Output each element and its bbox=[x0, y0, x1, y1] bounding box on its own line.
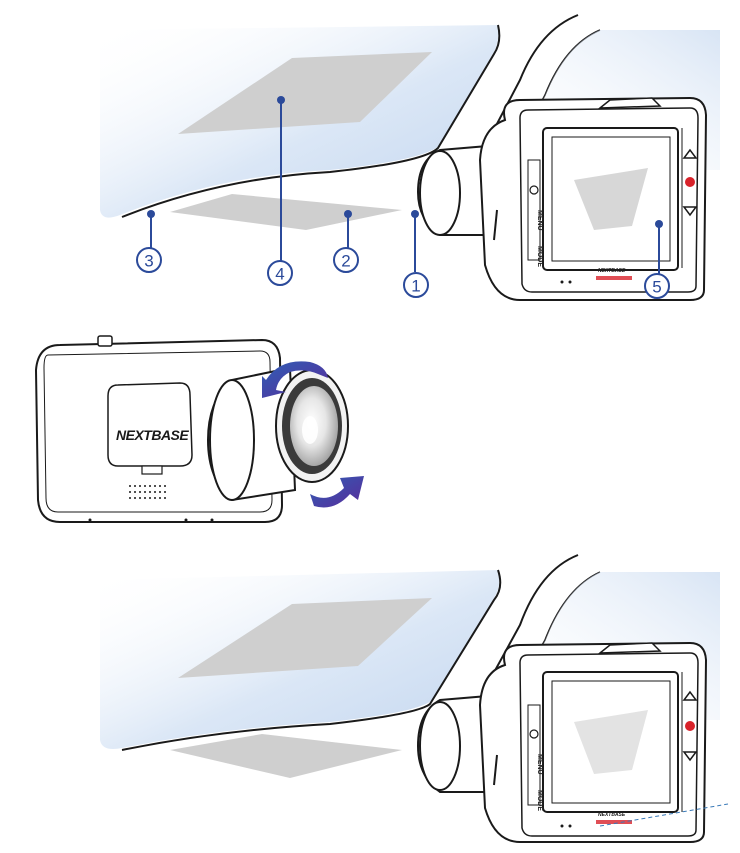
mode-label-lower[interactable]: MODE bbox=[536, 790, 543, 811]
bottom-brand-label-lower: NEXTBASE bbox=[598, 812, 626, 818]
speaker-grille bbox=[129, 485, 166, 499]
panel-lens-adjustment: NEXTBASE bbox=[34, 335, 364, 523]
down-arrow-icon[interactable] bbox=[682, 206, 698, 217]
callout-3: 3 bbox=[136, 247, 162, 273]
up-arrow-icon[interactable] bbox=[682, 148, 698, 159]
lower-sticker-area bbox=[170, 194, 402, 230]
callout-1: 1 bbox=[403, 272, 429, 298]
brand-logo: NEXTBASE bbox=[116, 427, 189, 443]
upper-sticker-area bbox=[178, 52, 432, 134]
lower-sticker-area-lower bbox=[170, 734, 402, 778]
alignment-dashed-line bbox=[599, 803, 729, 827]
lens-assembly[interactable] bbox=[275, 369, 349, 483]
panel-mounting-position: MENU MODE NEXTBASE 3 4 bbox=[100, 14, 720, 301]
menu-label[interactable]: MENU bbox=[536, 210, 543, 231]
callout-4: 4 bbox=[267, 260, 293, 286]
callout-5: 5 bbox=[644, 273, 670, 299]
windshield-edge-lower bbox=[121, 569, 502, 751]
record-button-icon[interactable] bbox=[685, 177, 695, 187]
panel-final-position: MENU MODE NEXTBASE bbox=[100, 554, 729, 843]
rotate-arrow-icon bbox=[262, 361, 328, 398]
upper-sticker-area-lower bbox=[178, 598, 432, 678]
svg-text:3: 3 bbox=[144, 252, 153, 271]
logo-plate bbox=[107, 382, 193, 467]
rotate-arrow-icon-lower bbox=[310, 476, 364, 508]
mode-label[interactable]: MODE bbox=[536, 246, 543, 267]
a-pillar-outer bbox=[477, 14, 579, 161]
svg-text:2: 2 bbox=[341, 252, 350, 271]
svg-text:5: 5 bbox=[652, 278, 661, 297]
svg-text:1: 1 bbox=[411, 277, 420, 296]
screen-trapezoid bbox=[574, 168, 648, 230]
bottom-brand-label: NEXTBASE bbox=[598, 268, 626, 274]
windshield-edge bbox=[121, 24, 501, 218]
power-icon[interactable] bbox=[529, 185, 539, 195]
callout-2: 2 bbox=[333, 247, 359, 273]
dashcam-mounted: MENU MODE NEXTBASE bbox=[416, 96, 708, 301]
dashcam-final: MENU MODE NEXTBASE bbox=[416, 641, 708, 843]
svg-text:4: 4 bbox=[275, 265, 284, 284]
menu-label-lower[interactable]: MENU bbox=[536, 754, 543, 775]
